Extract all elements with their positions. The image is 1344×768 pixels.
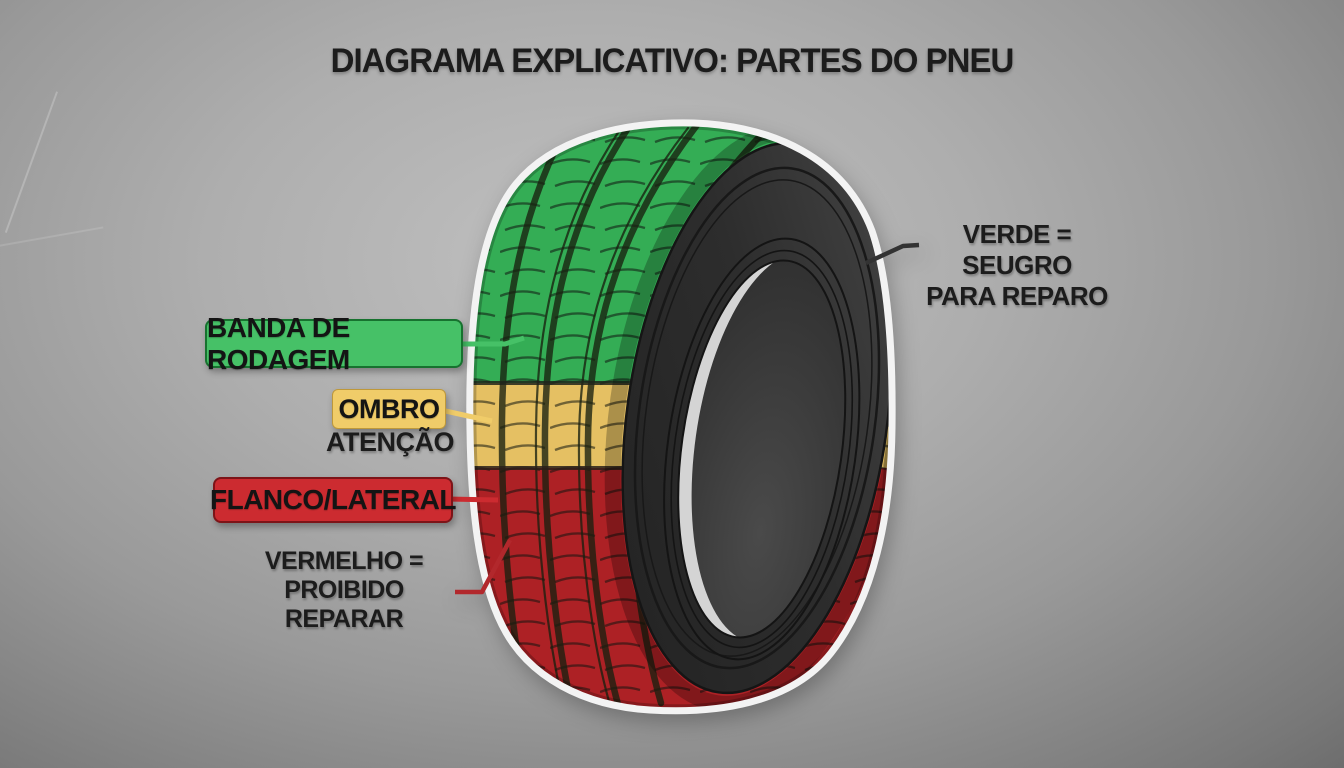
tread-connector-line <box>458 335 525 347</box>
label-shoulder-warning: ATENÇÃO <box>326 427 455 457</box>
shoulder-connector-line <box>440 407 493 424</box>
label-shoulder: OMBRO <box>332 389 446 429</box>
green-note-connector-line <box>865 242 920 266</box>
red-note-connector-line <box>455 538 512 595</box>
label-shoulder-text: OMBRO <box>338 393 441 424</box>
note-green-line1: VERDE = SEUGRO <box>962 219 1072 280</box>
note-red-line1: VERMELHO = PROIBIDO <box>264 547 424 604</box>
note-green-line2: PARA REPARO <box>926 281 1108 311</box>
label-sidewall-text: FLANCO/LATERAL <box>210 484 457 515</box>
label-tread-text: BANDA DE RODAGEM <box>207 311 350 375</box>
tire-sidewall-face <box>604 124 893 711</box>
label-sidewall: FLANCO/LATERAL <box>210 477 457 523</box>
tire-white-outline <box>466 119 896 715</box>
page-title: DIAGRAMA EXPLICATIVO: PARTES DO PNEU <box>330 42 1015 80</box>
note-red-line2: REPARAR <box>284 605 404 633</box>
sidewall-connector-line <box>446 496 499 503</box>
label-tread: BANDA DE RODAGEM <box>205 312 463 375</box>
note-red-forbidden: VERMELHO = PROIBIDO REPARAR <box>206 547 482 634</box>
note-green-safe: VERDE = SEUGRO PARA REPARO <box>912 219 1122 312</box>
